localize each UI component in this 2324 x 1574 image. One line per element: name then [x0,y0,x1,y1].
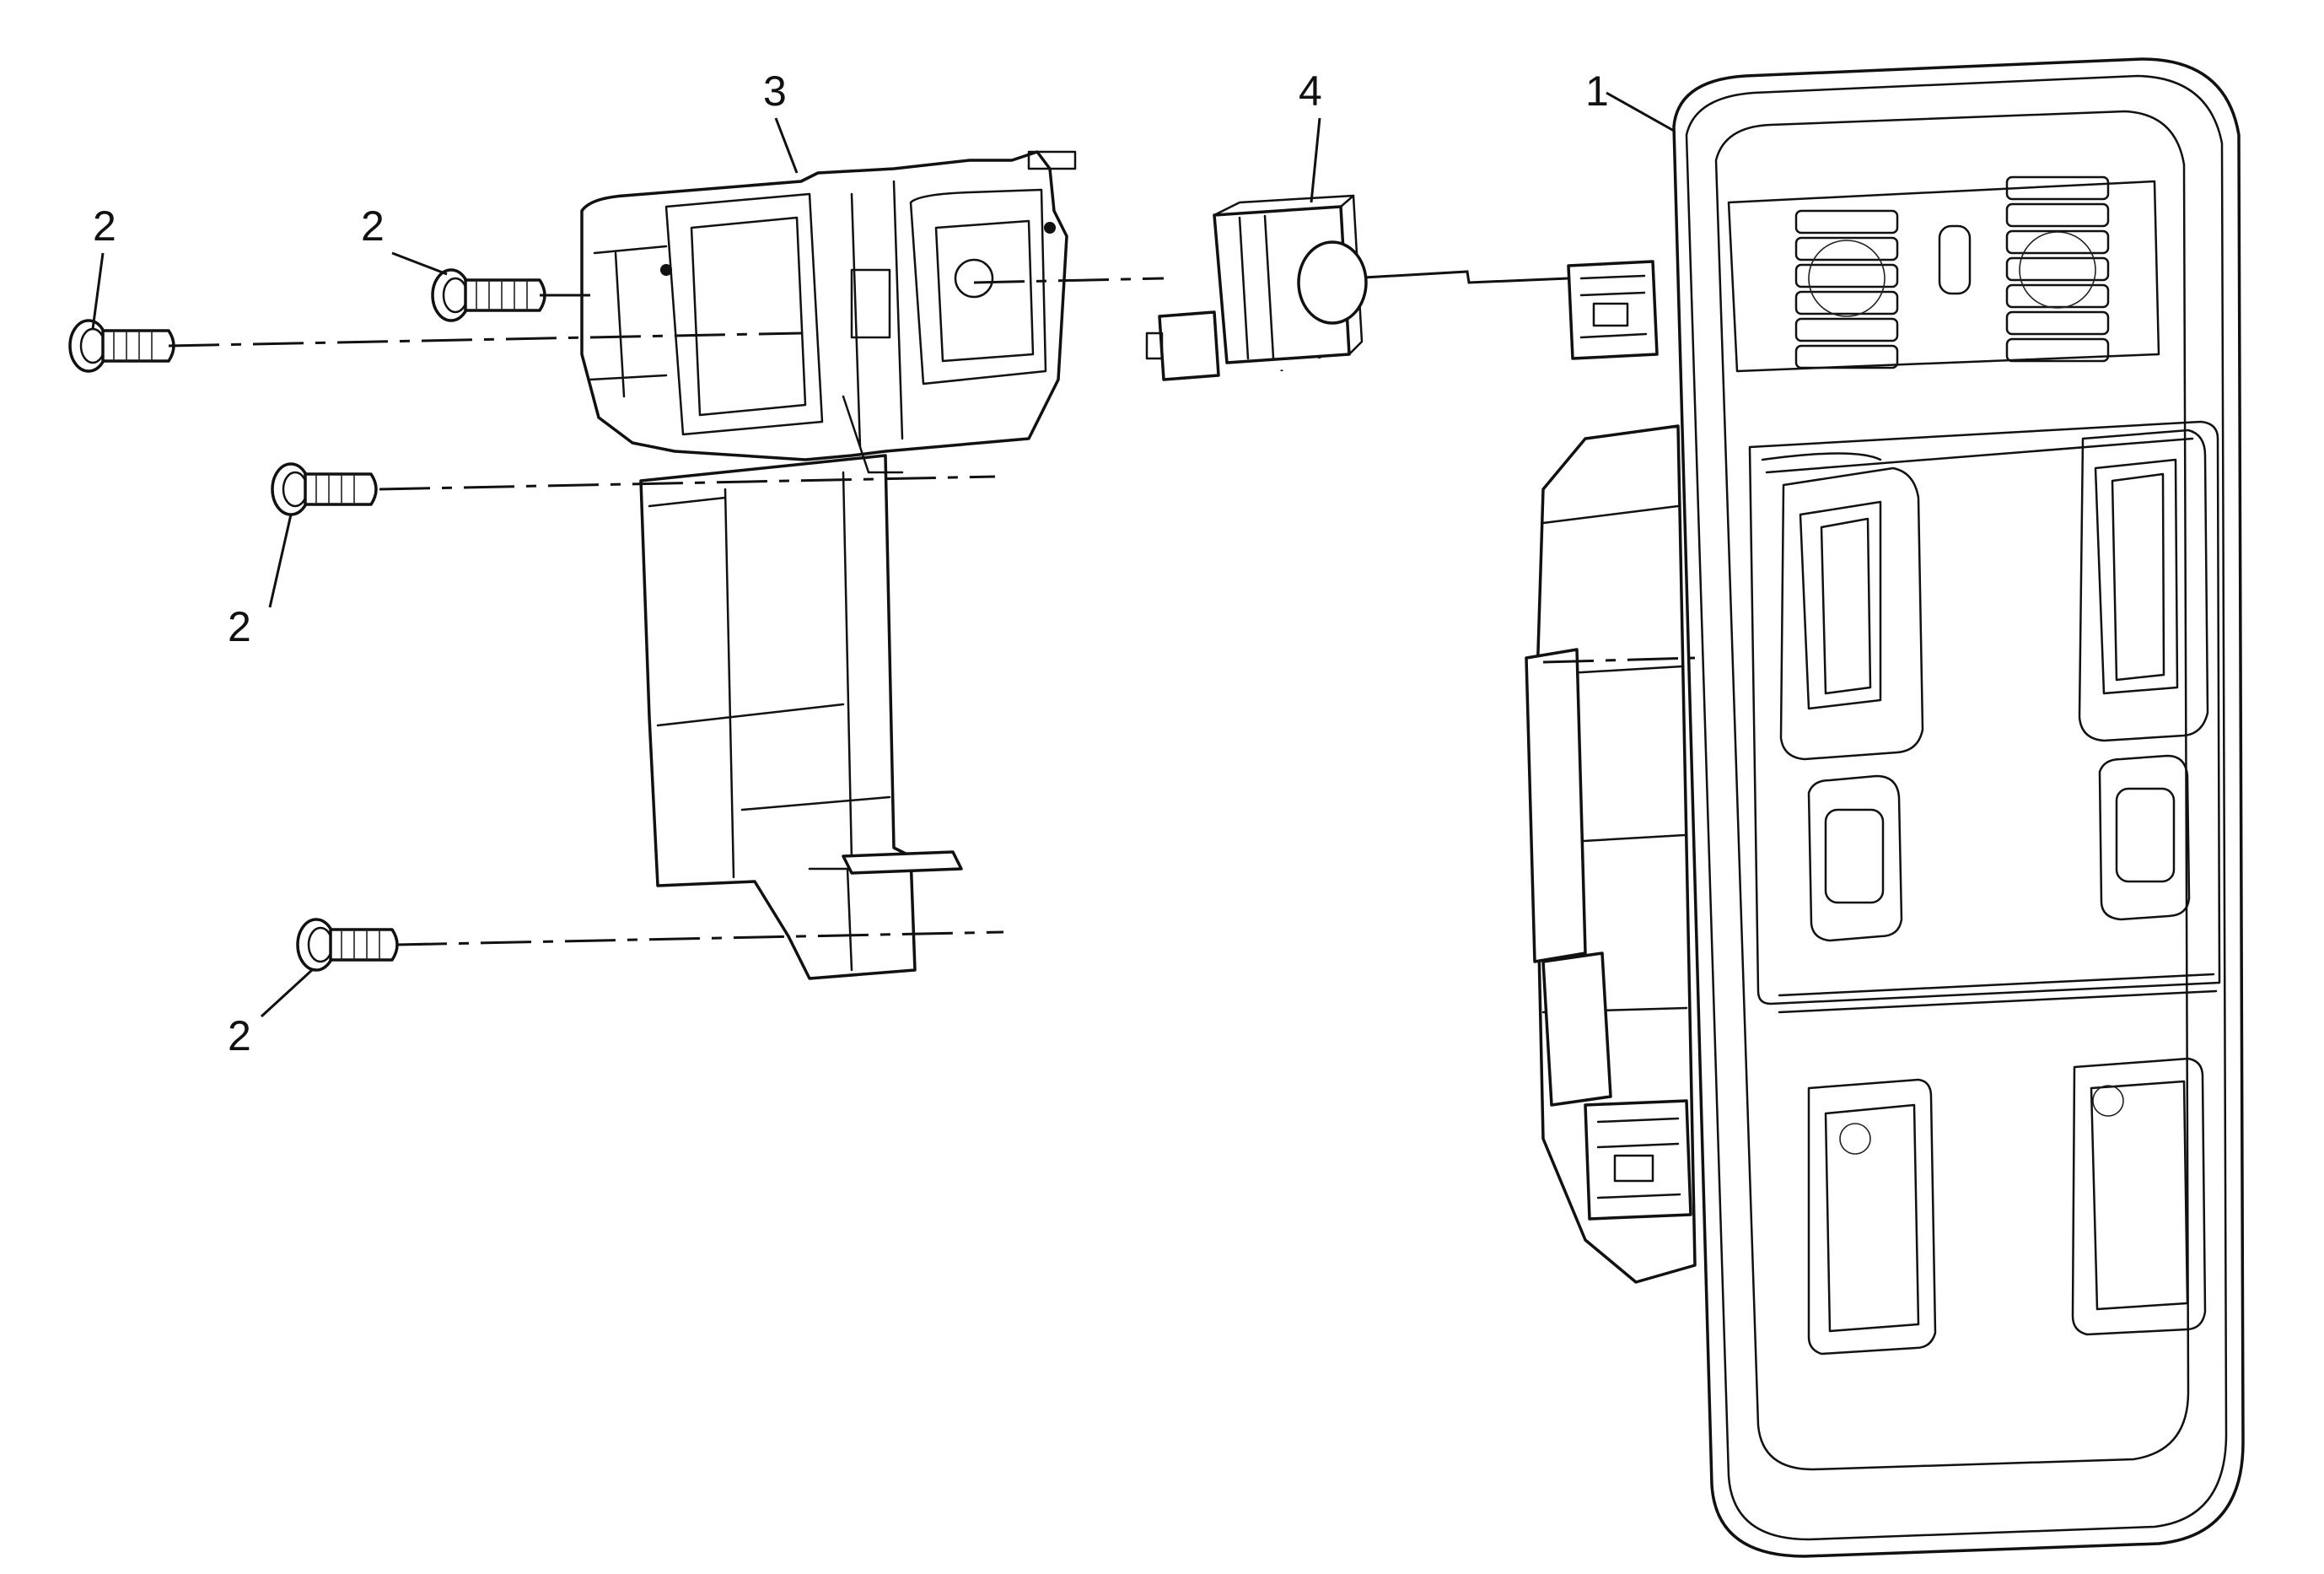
left-storage-bin [1807,1078,1937,1356]
right-air-vent [2005,175,2110,363]
screw-middle [271,462,378,516]
right-lamp-button [2098,754,2191,921]
callout-labels: 1 2 2 2 2 3 4 [93,67,1609,1059]
screw-top-left [68,319,175,373]
module-with-harness [1145,194,1569,520]
right-storage-bin [2071,1057,2207,1336]
upper-harness-connector [1567,260,1659,360]
screw-top-upper [431,268,546,322]
callout-2-middle: 2 [228,603,251,650]
right-map-lamp [2078,429,2209,742]
screw-bottom [296,918,399,972]
overhead-console-bezel [1525,57,2245,1558]
callout-3: 3 [763,67,787,115]
center-sensor [1938,224,1972,295]
callout-2-top-left: 2 [93,202,116,250]
callout-2-bottom: 2 [228,1012,251,1059]
callout-4: 4 [1299,67,1322,115]
callout-2-top-upper: 2 [361,202,385,250]
left-lamp-button [1807,774,1903,942]
lower-harness-connector [1584,1099,1692,1221]
callout-1: 1 [1585,67,1609,115]
leader-lines [91,91,1675,1018]
mounting-bracket [580,150,1077,980]
left-air-vent [1794,209,1899,369]
alignment-lines [168,277,1696,946]
left-map-lamp [1779,466,1924,761]
